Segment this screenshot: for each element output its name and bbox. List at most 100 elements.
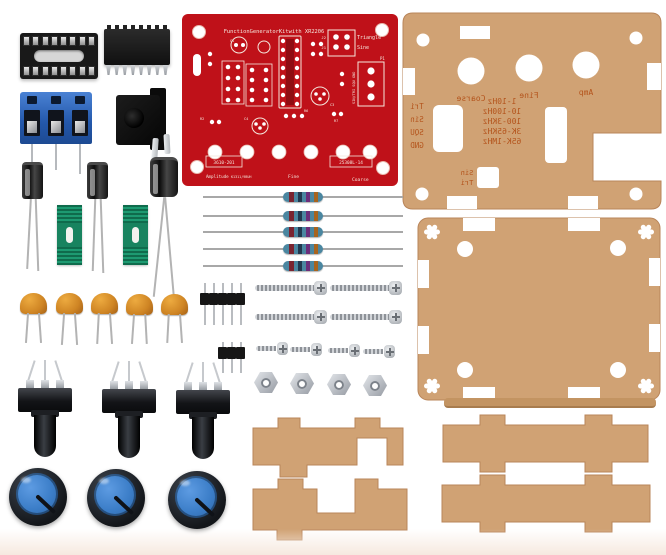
panel-label-coarse: Coarse bbox=[456, 94, 485, 103]
dip16-ic-chip bbox=[104, 25, 170, 75]
ceramic-capacitor bbox=[161, 294, 188, 346]
panel-jumper-label: Sin bbox=[461, 169, 474, 177]
dc-power-jack bbox=[112, 88, 176, 162]
resistor bbox=[203, 192, 403, 202]
screw-terminal-block bbox=[20, 92, 92, 174]
potentiometer bbox=[172, 360, 234, 460]
misc-pads bbox=[207, 41, 345, 125]
cap-footprint-circle bbox=[257, 40, 271, 54]
pcb-label-fine: Fine bbox=[288, 174, 299, 180]
code-box-right bbox=[329, 155, 373, 168]
jumper-silk-box bbox=[327, 29, 356, 57]
table-surface-tint bbox=[0, 529, 666, 555]
bottom-panel-holes bbox=[457, 240, 626, 378]
electrolytic-capacitor bbox=[22, 162, 43, 272]
pcb-ref: C1 bbox=[230, 39, 234, 43]
pin-header-3 bbox=[218, 342, 246, 373]
machine-screw-short bbox=[363, 345, 395, 359]
code-box-left bbox=[205, 155, 243, 168]
pcb-label-triangle: Triangle bbox=[357, 35, 381, 41]
pcb-ref: C4 bbox=[244, 117, 248, 121]
panel-freq-range: 1-10Hz bbox=[487, 97, 516, 106]
ceramic-capacitor bbox=[126, 294, 153, 346]
ceramic-capacitor bbox=[91, 293, 118, 345]
pot-mount-holes bbox=[207, 144, 378, 160]
ic-footprint bbox=[278, 35, 302, 109]
machine-screw-short bbox=[290, 343, 322, 357]
bottom-panel-acrylic bbox=[417, 217, 661, 401]
hex-nut bbox=[363, 375, 387, 396]
pcb-label-coarse: Coarse bbox=[352, 177, 369, 183]
pin-header-5 bbox=[200, 283, 246, 327]
pcb-label-sine: Sine bbox=[357, 45, 369, 51]
machine-screw-long bbox=[330, 310, 402, 324]
jumper-pads bbox=[333, 34, 350, 50]
pcb-code-left: 3610-201 bbox=[213, 160, 235, 166]
jack-barrel-hole bbox=[124, 108, 144, 128]
resistor bbox=[203, 244, 403, 254]
chip-bottom-pins bbox=[106, 65, 168, 75]
acrylic-strip bbox=[444, 398, 656, 408]
electrolytic-capacitor bbox=[87, 162, 108, 274]
ic-footprint-pads bbox=[280, 38, 300, 107]
pcb-slot-hole bbox=[193, 54, 201, 76]
machine-screw-long bbox=[330, 281, 402, 295]
machine-screw-long bbox=[255, 310, 327, 324]
socket-center-slot bbox=[34, 50, 84, 62]
dip16-ic-socket bbox=[20, 33, 98, 79]
pcb-ref: R7 bbox=[334, 119, 338, 123]
resistor bbox=[203, 211, 403, 221]
panel-freq-range: 10-100Hz bbox=[483, 107, 522, 116]
bottom-panel-slots bbox=[418, 218, 660, 400]
case-bar-panel-lower bbox=[441, 474, 651, 533]
ceramic-capacitor bbox=[56, 293, 83, 346]
front-panel-knob-holes bbox=[457, 51, 600, 85]
panel-label-fine: Fine bbox=[519, 91, 538, 100]
socket-contact-row bbox=[23, 36, 95, 46]
pcb-title: FunctionGeneratorKitwith XR2206 bbox=[224, 29, 325, 35]
pad-block-silk bbox=[245, 63, 273, 107]
case-bar-panels bbox=[441, 414, 651, 533]
panel-signal-label: Sin bbox=[410, 115, 424, 124]
pad-block-pads bbox=[249, 67, 269, 103]
panel-freq-range: 100-3KHz bbox=[483, 117, 522, 126]
pcb-label-amplitude-extra: K1311/9BUH bbox=[231, 175, 251, 179]
case-side-panel-upper bbox=[252, 417, 404, 478]
transistor-footprints bbox=[251, 86, 330, 135]
trimmer-potentiometer bbox=[123, 205, 148, 265]
hex-nut bbox=[327, 374, 351, 395]
pcb-ref: R2 bbox=[200, 117, 204, 121]
pcb-ref-p1: P1 bbox=[380, 56, 385, 61]
ic-footprint-shadow bbox=[286, 39, 294, 105]
potentiometer bbox=[14, 358, 76, 458]
panel-freq-range: 65K-1MHz bbox=[483, 137, 522, 146]
cap-footprint-circle bbox=[230, 36, 248, 54]
pcb-label-amplitude: Amplitude bbox=[206, 174, 229, 179]
panel-signal-label: SQU bbox=[410, 128, 424, 137]
cap-bank-silk bbox=[221, 60, 245, 105]
socket-contact-row bbox=[23, 66, 95, 76]
pcb-code-right: 25308L-14 bbox=[339, 160, 363, 166]
front-panel-slots bbox=[403, 26, 661, 209]
ceramic-capacitor bbox=[20, 293, 47, 345]
p1-pads bbox=[367, 67, 375, 101]
front-panel-corner-holes bbox=[415, 31, 643, 201]
control-knob bbox=[9, 468, 67, 526]
pcb-ref-j2: J2 bbox=[321, 35, 326, 40]
machine-screw-short bbox=[328, 344, 360, 358]
resistor bbox=[203, 227, 403, 237]
front-panel-acrylic: Coarse Fine Amp 1-10Hz 10-100Hz 100-3KHz… bbox=[402, 12, 662, 210]
cap-bank-pads bbox=[225, 64, 241, 103]
pcb-ref: C3 bbox=[330, 103, 334, 107]
pcb-ref-j1: J1 bbox=[321, 45, 326, 50]
machine-screw-short bbox=[256, 342, 288, 356]
hex-nut bbox=[290, 373, 314, 394]
resistor bbox=[203, 261, 403, 271]
trimmer-potentiometer bbox=[57, 205, 82, 265]
panel-label-amp: Amp bbox=[579, 88, 594, 97]
potentiometer bbox=[98, 359, 160, 459]
p1-silk-box bbox=[357, 61, 385, 107]
panel-freq-range: 3K-65KHz bbox=[483, 127, 522, 136]
pcb-corner-holes bbox=[190, 23, 390, 175]
